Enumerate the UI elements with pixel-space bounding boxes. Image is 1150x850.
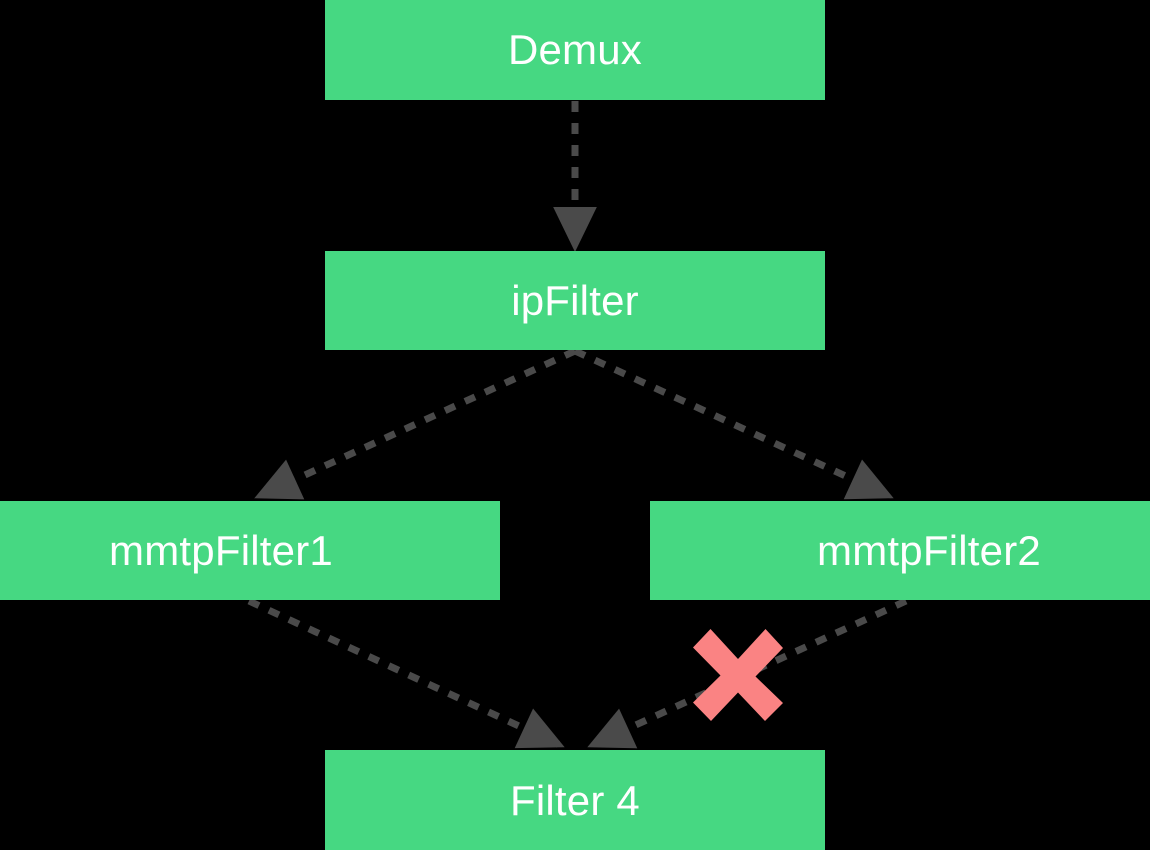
node-filter4[interactable]: Filter 4 bbox=[325, 750, 825, 850]
node-demux-label: Demux bbox=[507, 25, 643, 73]
edge-mmtpfilter1-to-filter4 bbox=[247, 597, 565, 750]
node-ipfilter-label: ipFilter bbox=[511, 276, 639, 324]
node-mmtpfilter1[interactable]: mmtpFilter1 bbox=[0, 501, 500, 600]
node-mmtpfilter1-label: mmtpFilter1 bbox=[109, 526, 333, 574]
edge-ipfilter-to-mmtpfilter1 bbox=[254, 347, 577, 501]
node-mmtpfilter2-label: mmtpFilter2 bbox=[817, 526, 1041, 574]
node-demux[interactable]: Demux bbox=[325, 0, 825, 100]
edge-ipfilter-to-mmtpfilter2 bbox=[573, 347, 894, 501]
blocked-edge-x-icon bbox=[693, 629, 783, 721]
node-mmtpfilter2[interactable]: mmtpFilter2 bbox=[650, 501, 1150, 600]
node-ipfilter[interactable]: ipFilter bbox=[325, 251, 825, 350]
node-filter4-label: Filter 4 bbox=[510, 776, 640, 824]
